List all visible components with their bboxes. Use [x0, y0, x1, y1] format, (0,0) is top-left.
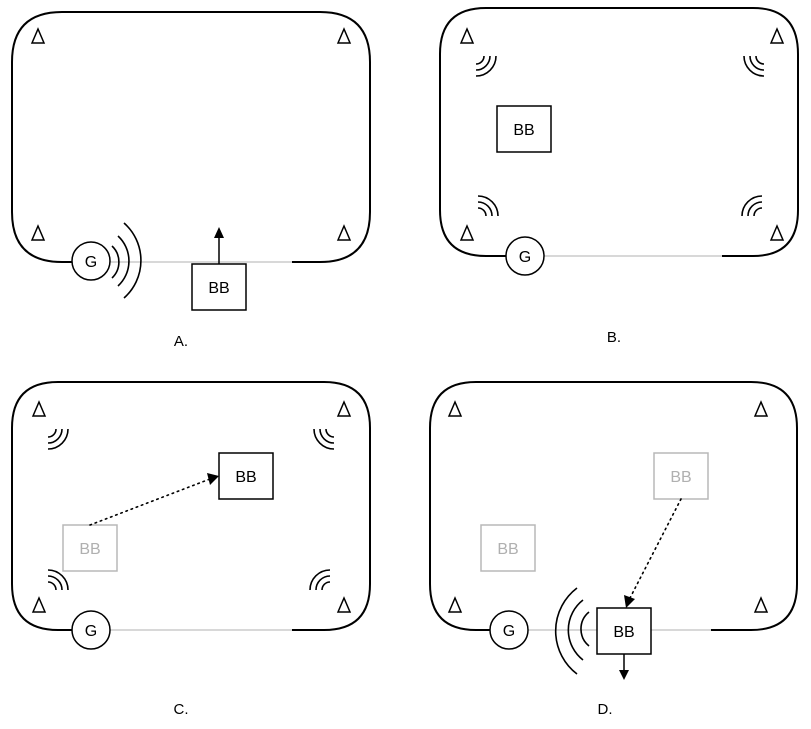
panel-c: G BB BB C. [11, 381, 371, 718]
bb-box-previous [480, 524, 536, 572]
bb-label: BB [208, 280, 229, 297]
gateway-signal-icon [111, 222, 142, 299]
signal-bottom-left-icon [47, 569, 69, 591]
gateway-circle [505, 236, 545, 276]
anchor-top-right-icon [336, 400, 352, 417]
signal-top-right-icon [743, 55, 765, 77]
gateway-label: G [519, 249, 531, 266]
signal-bottom-left-icon [477, 195, 499, 217]
room-outline [11, 381, 371, 631]
gateway-label: G [85, 623, 97, 640]
bb-label: BB [235, 469, 256, 486]
anchor-bottom-left-icon [30, 224, 46, 241]
anchor-bottom-left-icon [459, 224, 475, 241]
anchor-bottom-right-icon [336, 596, 352, 613]
movement-path [629, 498, 682, 599]
panel-caption: C. [174, 701, 189, 718]
anchor-bottom-left-icon [447, 596, 463, 613]
gateway-circle [71, 610, 111, 650]
gateway-circle [489, 610, 529, 650]
panel-a: G BB A. [11, 11, 371, 350]
arrow-head-icon [624, 595, 635, 608]
signal-top-right-icon [313, 428, 335, 450]
room-outline [11, 11, 371, 263]
signal-bottom-right-icon [309, 569, 331, 591]
box-signal-icon [554, 587, 590, 675]
anchor-top-right-icon [336, 27, 352, 44]
signal-top-left-icon [475, 55, 497, 77]
bb-box [218, 452, 274, 500]
panel-caption: B. [607, 329, 621, 346]
anchor-bottom-left-icon [31, 596, 47, 613]
bb-box-previous [62, 524, 118, 572]
panel-b: G BB B. [439, 7, 799, 346]
anchor-top-left-icon [30, 27, 46, 44]
room-outline [439, 7, 799, 257]
anchor-bottom-right-icon [769, 224, 785, 241]
movement-path [89, 478, 211, 526]
anchor-bottom-right-icon [336, 224, 352, 241]
signal-bottom-right-icon [741, 195, 763, 217]
arrow-head-icon [214, 227, 224, 238]
bb-box [496, 105, 552, 153]
anchor-top-right-icon [769, 27, 785, 44]
gateway-label: G [503, 623, 515, 640]
bb-label-previous: BB [670, 469, 691, 486]
bb-box [191, 263, 247, 311]
anchor-top-right-icon [753, 400, 769, 417]
arrow-head-icon [207, 473, 219, 485]
gateway-label: G [85, 254, 97, 271]
panel-caption: A. [174, 333, 188, 350]
panel-d: G BB BB BB D. [429, 381, 798, 718]
arrow-head-icon [619, 670, 629, 680]
bb-label-previous: BB [79, 541, 100, 558]
bb-label-previous: BB [497, 541, 518, 558]
anchor-bottom-right-icon [753, 596, 769, 613]
gateway-circle [71, 241, 111, 281]
bb-box [596, 607, 652, 655]
anchor-top-left-icon [447, 400, 463, 417]
bb-label: BB [513, 122, 534, 139]
bb-label: BB [613, 624, 634, 641]
bb-box-previous [653, 452, 709, 500]
anchor-top-left-icon [31, 400, 47, 417]
anchor-top-left-icon [459, 27, 475, 44]
signal-top-left-icon [47, 428, 69, 450]
panel-caption: D. [598, 701, 613, 718]
room-outline [429, 381, 798, 631]
